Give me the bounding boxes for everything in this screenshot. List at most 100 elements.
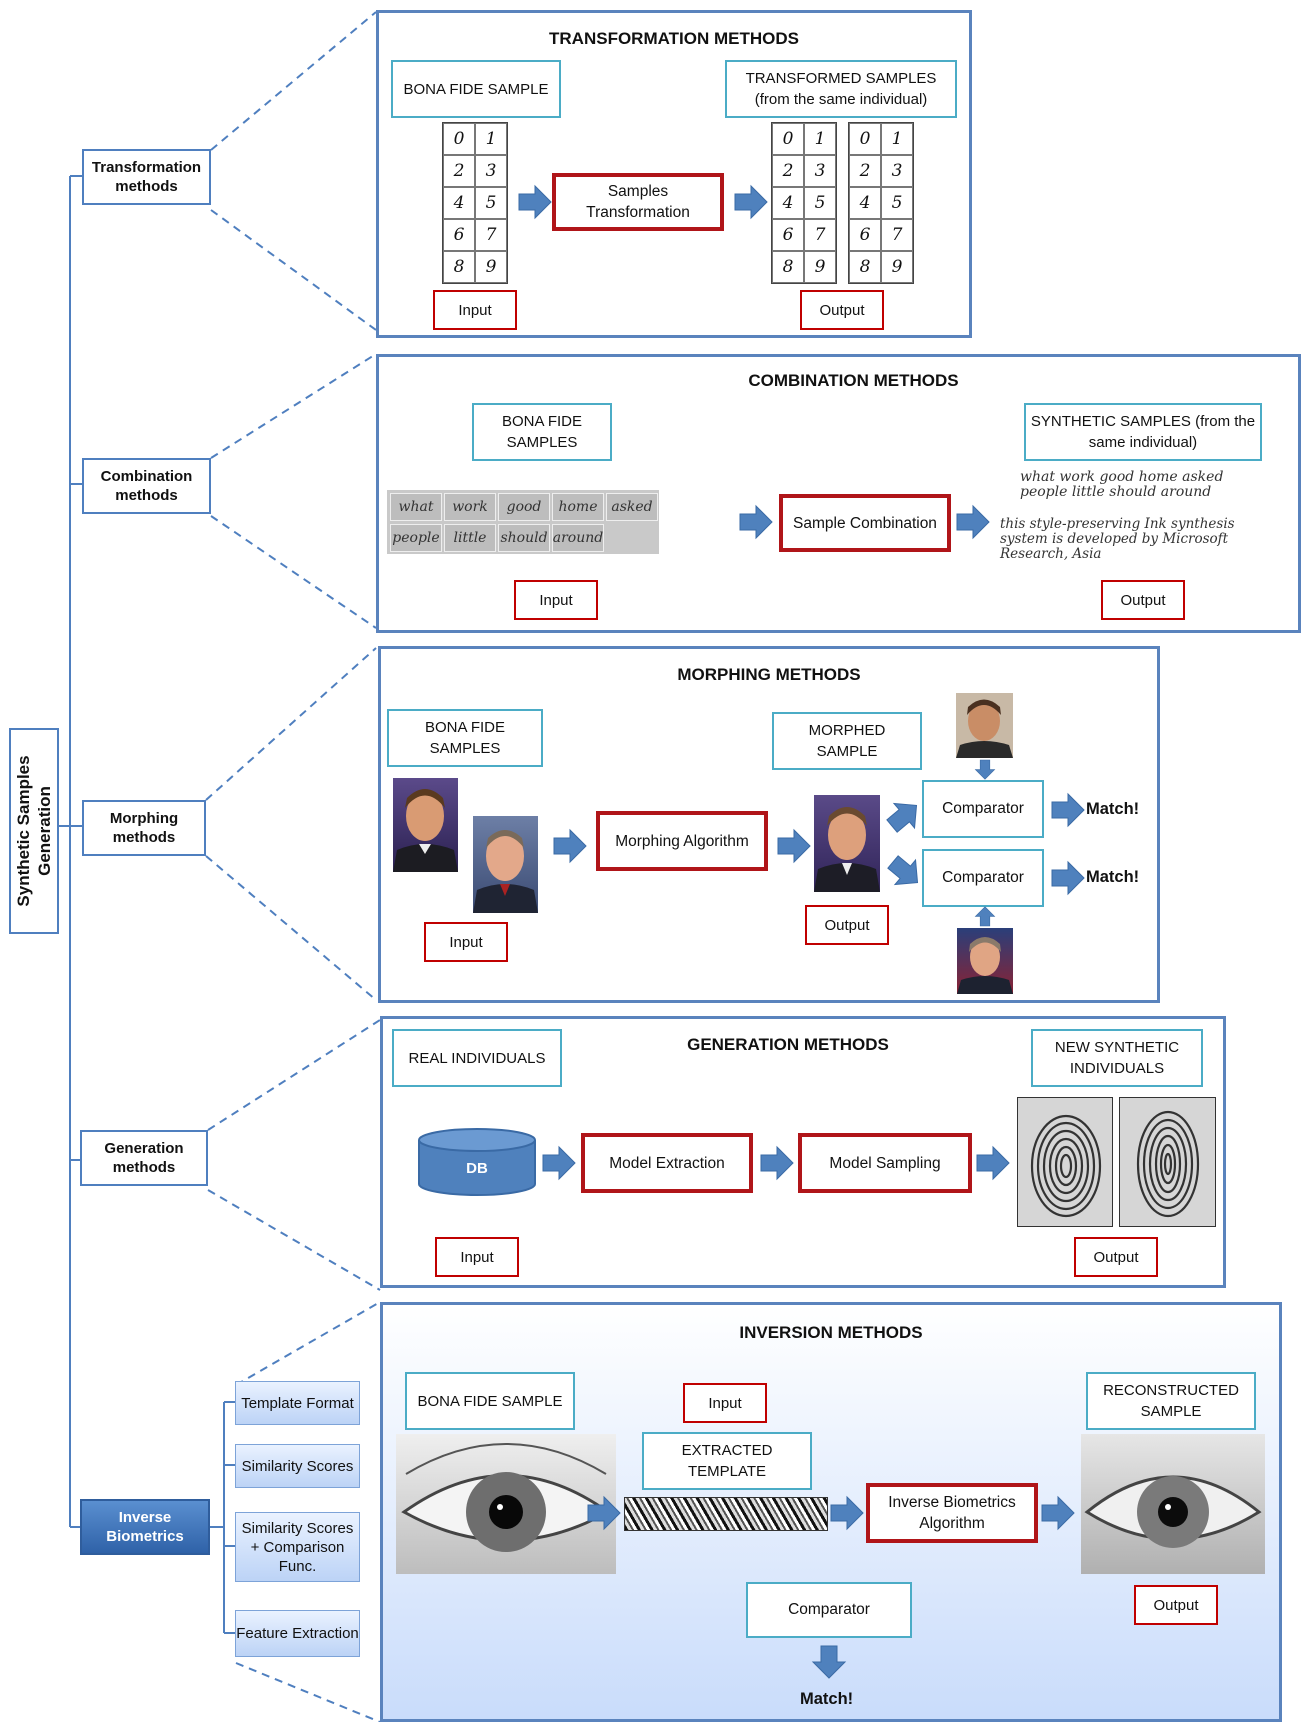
digit-cell: 9 bbox=[804, 251, 836, 283]
generation-output-text: Output bbox=[1093, 1248, 1139, 1266]
digit-cell: 9 bbox=[881, 251, 913, 283]
word-tile: work bbox=[444, 493, 496, 521]
digit-cell: 8 bbox=[849, 251, 881, 283]
fingerprint-image-2 bbox=[1119, 1097, 1216, 1227]
process-morphing-algorithm-label: Morphing Algorithm bbox=[615, 832, 749, 850]
database-label: DB bbox=[466, 1160, 488, 1177]
morphing-output-label-text: MORPHED SAMPLE bbox=[808, 722, 886, 760]
generation-title: GENERATION METHODS bbox=[687, 1035, 889, 1054]
inversion-input-label: BONA FIDE SAMPLE bbox=[405, 1372, 575, 1430]
node-generation-label: Generation methods bbox=[104, 1140, 184, 1176]
word-tile: around bbox=[552, 524, 604, 552]
node-combination[interactable]: Combination methods bbox=[82, 458, 211, 514]
digit-cell: 4 bbox=[443, 187, 475, 219]
inversion-input-label-text: BONA FIDE SAMPLE bbox=[417, 1392, 563, 1410]
digit-cell: 0 bbox=[772, 123, 804, 155]
generation-output-tag: Output bbox=[1074, 1237, 1158, 1277]
transformation-output-label-text: TRANSFORMED SAMPLES (from the same indiv… bbox=[745, 70, 937, 108]
digit-cell: 7 bbox=[804, 219, 836, 251]
iris-image-input bbox=[396, 1434, 616, 1574]
word-tile: should bbox=[498, 524, 550, 552]
sub-template-format[interactable]: Template Format bbox=[235, 1381, 360, 1425]
node-inverse-biometrics[interactable]: Inverse Biometrics bbox=[80, 1499, 210, 1555]
word-tile: home bbox=[552, 493, 604, 521]
digit-cell: 7 bbox=[881, 219, 913, 251]
transformation-output-tag: Output bbox=[800, 290, 884, 330]
morphing-input-text: Input bbox=[449, 933, 483, 951]
root-label-line1: Synthetic Samples bbox=[14, 755, 33, 907]
face-image-morphed bbox=[814, 795, 880, 892]
digit-cell: 5 bbox=[804, 187, 836, 219]
face-image-reference-1 bbox=[956, 693, 1013, 758]
process-sample-combination-label: Sample Combination bbox=[793, 514, 937, 532]
match-result-1: Match! bbox=[1086, 800, 1140, 818]
digit-cell: 8 bbox=[443, 251, 475, 283]
sub-feature-extraction-label: Feature Extraction bbox=[236, 1625, 359, 1642]
process-inverse-biometrics-label: Inverse Biometrics Algorithm bbox=[888, 1494, 1016, 1532]
generation-input-text: Input bbox=[460, 1248, 494, 1266]
generation-input-tag: Input bbox=[435, 1237, 519, 1277]
process-model-sampling-label: Model Sampling bbox=[829, 1154, 941, 1172]
fingerprint-image-1 bbox=[1017, 1097, 1113, 1227]
digit-cell: 0 bbox=[443, 123, 475, 155]
word-tile: people bbox=[390, 524, 442, 552]
morphing-title: MORPHING METHODS bbox=[677, 665, 861, 684]
inversion-comparator: Comparator bbox=[746, 1582, 912, 1638]
process-inverse-biometrics-algorithm: Inverse Biometrics Algorithm bbox=[866, 1483, 1038, 1543]
synth-line-4: system is developed by Microsoft bbox=[1000, 531, 1229, 547]
inversion-output-tag: Output bbox=[1134, 1585, 1218, 1625]
node-transformation[interactable]: Transformation methods bbox=[82, 149, 211, 205]
root-label-line2: Generation bbox=[35, 786, 54, 876]
process-sample-combination: Sample Combination bbox=[779, 494, 951, 552]
digit-cell: 0 bbox=[849, 123, 881, 155]
process-model-sampling: Model Sampling bbox=[798, 1133, 972, 1193]
digit-cell: 2 bbox=[443, 155, 475, 187]
synthetic-handwriting-sentence: this style-preserving Ink synthesis syst… bbox=[1000, 517, 1235, 562]
digit-cell: 4 bbox=[849, 187, 881, 219]
transformation-output-label: TRANSFORMED SAMPLES (from the same indiv… bbox=[725, 60, 957, 118]
transformation-input-label-text: BONA FIDE SAMPLE bbox=[403, 80, 549, 98]
sub-feature-extraction[interactable]: Feature Extraction bbox=[235, 1610, 360, 1657]
node-inverse-label: Inverse Biometrics bbox=[106, 1509, 184, 1545]
inversion-output-text: Output bbox=[1153, 1596, 1199, 1614]
transformation-input-tag: Input bbox=[433, 290, 517, 330]
word-tile: what bbox=[390, 493, 442, 521]
transformation-input-label: BONA FIDE SAMPLE bbox=[391, 60, 561, 118]
inversion-output-label-text: RECONSTRUCTED SAMPLE bbox=[1103, 1382, 1239, 1420]
match-result-2: Match! bbox=[1086, 868, 1140, 886]
inversion-output-label: RECONSTRUCTED SAMPLE bbox=[1086, 1372, 1256, 1430]
synth-line-2: people little should around bbox=[1020, 484, 1212, 500]
sub-similarity-scores[interactable]: Similarity Scores bbox=[235, 1444, 360, 1488]
iris-template-code bbox=[624, 1497, 828, 1531]
transformation-output-text: Output bbox=[819, 301, 865, 319]
digit-cell: 9 bbox=[475, 251, 507, 283]
morphing-input-label: BONA FIDE SAMPLES bbox=[387, 709, 543, 767]
digit-cell: 5 bbox=[475, 187, 507, 219]
word-tile: asked bbox=[606, 493, 658, 521]
synth-line-5: Research, Asia bbox=[1000, 546, 1102, 562]
node-generation[interactable]: Generation methods bbox=[80, 1130, 208, 1186]
transformation-input-text: Input bbox=[458, 301, 492, 319]
comparator-2: Comparator bbox=[922, 849, 1044, 907]
synth-line-1: what work good home asked bbox=[1020, 469, 1224, 485]
synth-line-3: this style-preserving Ink synthesis bbox=[1000, 516, 1235, 532]
digit-cell: 6 bbox=[849, 219, 881, 251]
digit-cell: 1 bbox=[881, 123, 913, 155]
digit-cell: 3 bbox=[881, 155, 913, 187]
morphing-input-label-text: BONA FIDE SAMPLES bbox=[424, 719, 506, 757]
inversion-input-text: Input bbox=[708, 1394, 742, 1412]
process-morphing-algorithm: Morphing Algorithm bbox=[596, 811, 768, 871]
digit-cell: 2 bbox=[849, 155, 881, 187]
node-morphing[interactable]: Morphing methods bbox=[82, 800, 206, 856]
transformation-title: TRANSFORMATION METHODS bbox=[549, 29, 799, 48]
face-image-2 bbox=[473, 816, 538, 913]
generation-input-label: REAL INDIVIDUALS bbox=[392, 1029, 562, 1087]
combination-input-text: Input bbox=[539, 591, 573, 609]
morphing-output-tag: Output bbox=[805, 905, 889, 945]
sub-similarity-comparison[interactable]: Similarity Scores + Comparison Func. bbox=[235, 1512, 360, 1582]
digit-cell: 1 bbox=[475, 123, 507, 155]
